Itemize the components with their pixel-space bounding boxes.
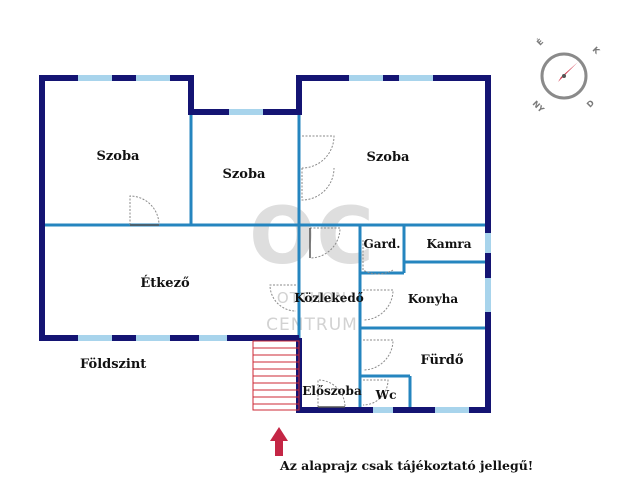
entrance-arrow-icon <box>270 427 288 456</box>
room-labels: Szoba Szoba Szoba Étkező Gard. Kamra Köz… <box>97 149 472 402</box>
room-label-szoba-1: Szoba <box>97 149 141 164</box>
stairs <box>252 340 300 411</box>
disclaimer: Az alaprajz csak tájékoztató jellegű! <box>279 458 533 473</box>
compass-east: K <box>591 45 602 56</box>
room-label-konyha: Konyha <box>408 292 459 306</box>
window <box>78 75 112 81</box>
window <box>229 109 263 115</box>
window <box>399 75 433 81</box>
compass-north: É <box>534 36 546 48</box>
window <box>199 335 227 341</box>
windows <box>78 75 491 413</box>
door-swing <box>301 135 335 169</box>
window <box>435 407 469 413</box>
watermark: OC OTTHON CENTRUM <box>249 192 375 335</box>
room-label-gard: Gard. <box>364 237 401 251</box>
room-label-kozlekedo: Közlekedő <box>294 291 364 305</box>
outer-wall-main <box>39 75 491 413</box>
window <box>136 75 170 81</box>
window <box>373 407 393 413</box>
room-label-kamra: Kamra <box>427 237 472 251</box>
window <box>485 278 491 312</box>
door-swing <box>362 339 394 371</box>
door-leaves <box>130 224 345 408</box>
room-label-wc: Wc <box>375 388 397 402</box>
compass-south: D <box>585 98 596 109</box>
window <box>349 75 383 81</box>
door-swing <box>129 195 160 226</box>
door-swing <box>317 379 346 408</box>
watermark-monogram: OC <box>249 192 375 282</box>
compass-icon: É K D NY <box>531 36 602 115</box>
compass-west: NY <box>531 99 546 114</box>
door-swing <box>309 227 341 259</box>
room-label-eloszoba: Előszoba <box>302 384 362 398</box>
watermark-line1: OTTHON <box>277 289 347 307</box>
door-swing <box>362 379 389 406</box>
door-swing <box>362 240 394 275</box>
room-label-szoba-3: Szoba <box>367 150 411 165</box>
window <box>78 335 112 341</box>
doors <box>129 135 394 408</box>
room-label-etkezo: Étkező <box>140 275 190 291</box>
window <box>485 233 491 253</box>
floor-label: Földszint <box>80 357 146 372</box>
room-label-szoba-2: Szoba <box>223 167 267 182</box>
room-label-furdo: Fürdő <box>420 353 463 368</box>
door-swing <box>362 289 394 321</box>
window <box>136 335 170 341</box>
outer-walls <box>39 75 491 413</box>
watermark-line2: CENTRUM <box>266 315 358 335</box>
